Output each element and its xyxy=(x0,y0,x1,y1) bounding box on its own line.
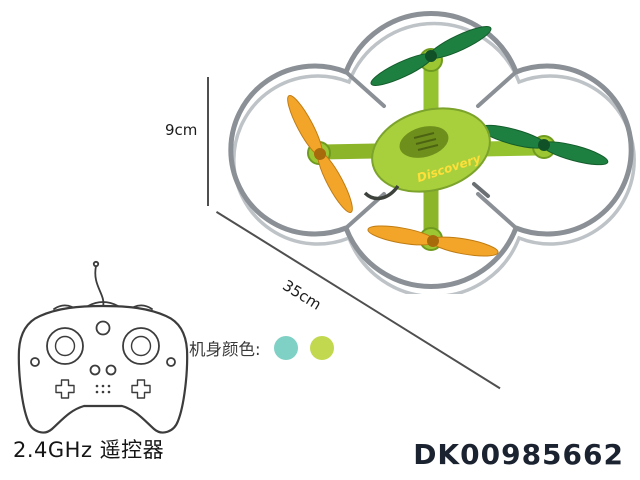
color-swatches xyxy=(273,336,334,360)
landing-foot xyxy=(472,182,490,198)
left-trim-cross xyxy=(55,379,75,399)
product-code: DK00985662 xyxy=(413,438,624,471)
left-joystick xyxy=(46,327,84,365)
body-wire xyxy=(363,184,400,201)
right-shoulder xyxy=(133,304,153,310)
antenna-icon xyxy=(94,265,105,308)
cage-struts xyxy=(344,70,518,230)
propeller-left xyxy=(287,95,353,213)
swatch-teal xyxy=(273,336,298,360)
height-dimension-label: 9cm xyxy=(165,121,198,139)
propeller-bottom xyxy=(367,225,499,257)
right-joystick xyxy=(122,327,160,365)
drone-illustration: Discovery xyxy=(228,10,636,294)
controller-body-outline xyxy=(17,304,189,434)
power-button-drawing xyxy=(95,320,111,336)
propeller-top xyxy=(370,26,492,86)
remote-label: 2.4GHz 遥控器 xyxy=(13,438,165,462)
body-color-row: 机身颜色: xyxy=(189,334,347,362)
propeller-right xyxy=(479,124,609,166)
side-button-left xyxy=(30,357,40,367)
height-dimension-line xyxy=(207,77,209,206)
swatch-yellow-green xyxy=(309,336,334,360)
speaker-dots xyxy=(95,384,111,394)
body-color-label: 机身颜色: xyxy=(189,340,261,359)
right-trim-cross xyxy=(131,379,151,399)
remote-controller-drawing xyxy=(17,260,189,434)
controller-top-hump xyxy=(87,301,119,307)
center-button-right xyxy=(105,364,117,376)
left-shoulder xyxy=(53,304,73,310)
vent-lines xyxy=(413,132,439,151)
side-button-right xyxy=(166,357,176,367)
cage-ring xyxy=(228,10,634,290)
center-button-left xyxy=(89,364,101,376)
drone-body: Discovery xyxy=(363,107,491,201)
